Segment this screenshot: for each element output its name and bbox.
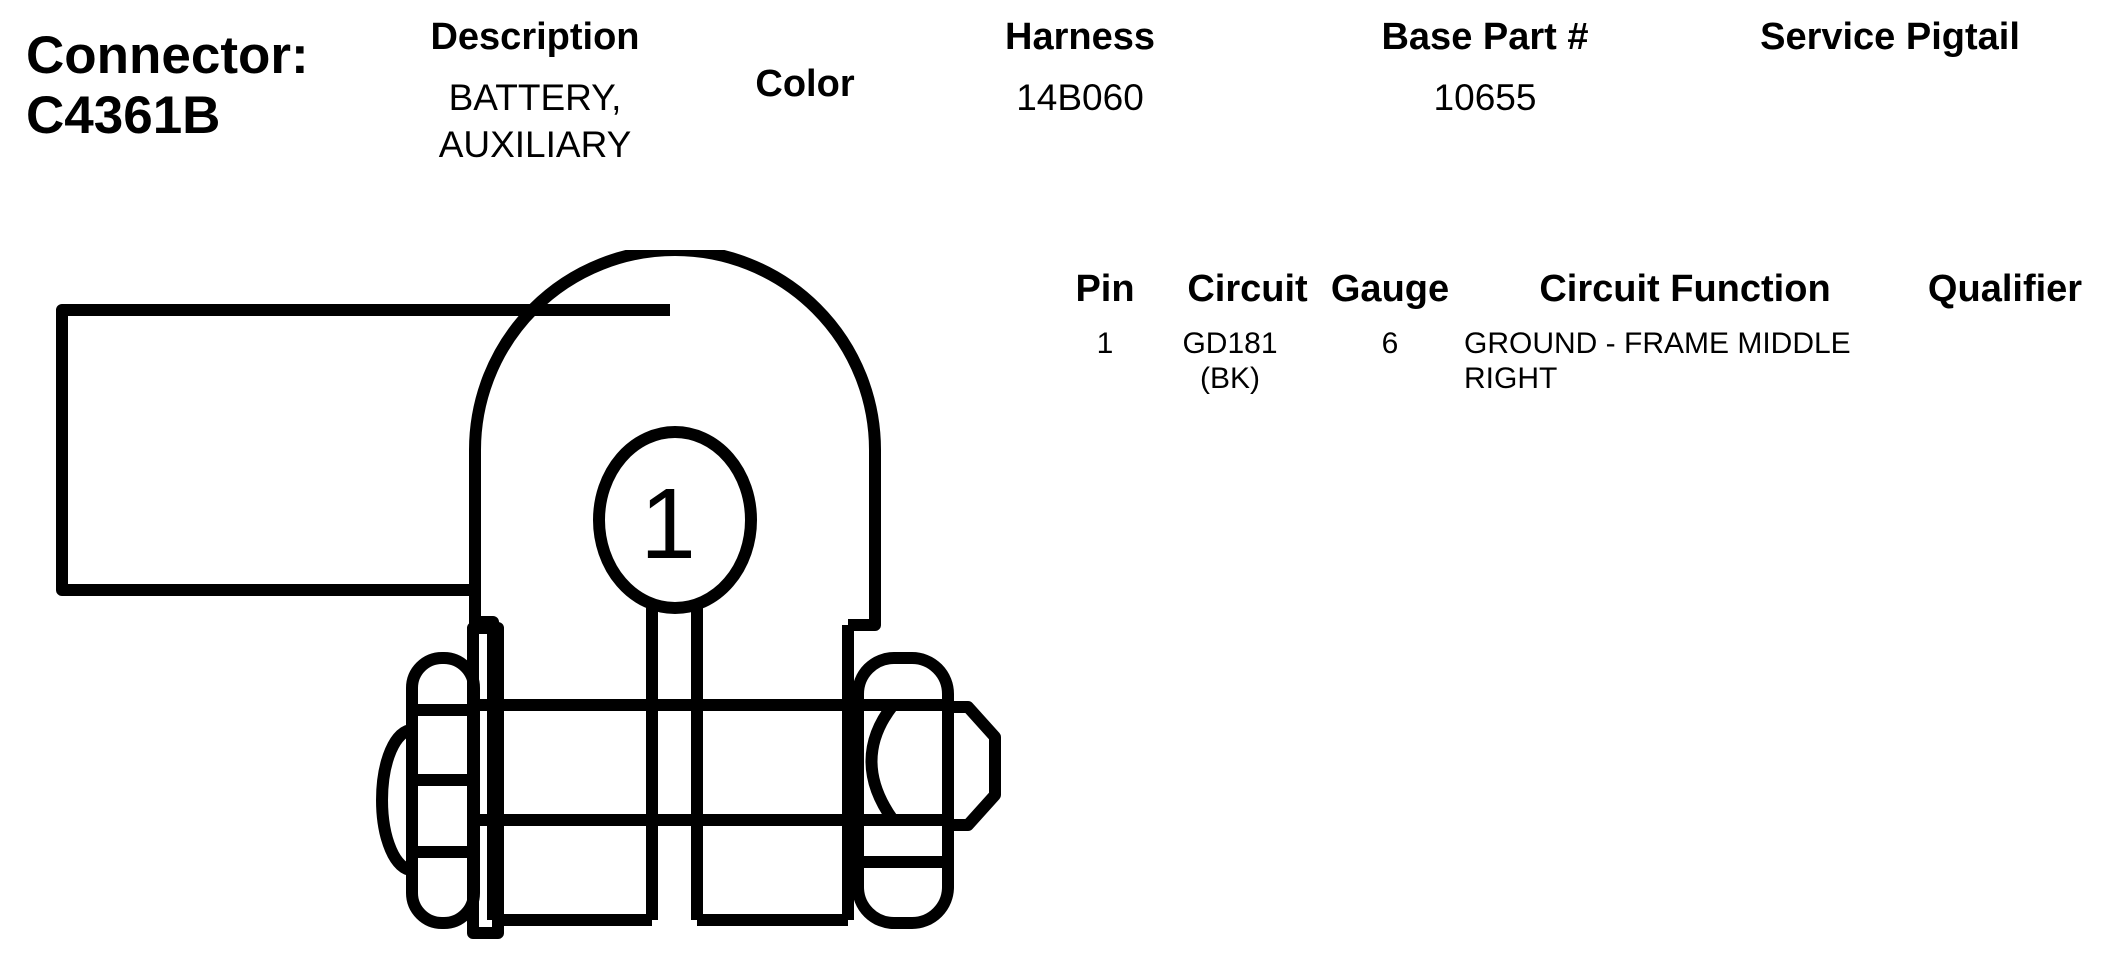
col-header-circuit-function: Circuit Function [1539,268,1831,310]
description-value: BATTERY, AUXILIARY [400,74,670,168]
pin-hole [593,426,757,614]
harness-header: Harness [1005,16,1155,58]
connector-title: Connector: C4361B [26,26,309,146]
harness-value: 14B060 [1016,77,1144,118]
connector-label: Connector: [26,26,309,85]
nut-left-facet [412,704,474,858]
color-header: Color [755,63,855,105]
col-header-gauge: Gauge [1330,268,1450,310]
description-line-2: AUXILIARY [438,124,632,165]
cell-pin: 1 [1096,327,1114,360]
connector-id: C4361B [26,86,221,145]
pin-number-label: 1 [640,468,696,580]
cell-function-line-2: RIGHT [1464,362,1558,395]
col-header-circuit: Circuit [1187,268,1308,310]
ring-head [469,250,881,631]
description-line-1: BATTERY, [448,77,622,118]
cell-circuit-function: GROUND - FRAME MIDDLE RIGHT [1464,326,1904,396]
col-header-qualifier: Qualifier [1927,268,2083,310]
cell-circuit-line-1: GD181 [1182,327,1278,360]
nut-right-hex [865,701,898,824]
lug-body [56,304,670,596]
cell-function-line-1: GROUND - FRAME MIDDLE [1464,327,1851,360]
cell-gauge: 6 [1381,327,1399,360]
nut-right [852,652,954,929]
nut-right-facet [858,699,948,868]
nut-left [406,652,480,929]
cell-circuit-line-2: (BK) [1200,362,1260,395]
cell-circuit: GD181 (BK) [1155,326,1305,396]
service-pigtail-header: Service Pigtail [1760,16,2020,58]
description-header: Description [430,16,640,58]
bolt-head-left [376,724,413,876]
col-header-pin: Pin [1075,268,1135,310]
bolt-tip [948,701,1001,831]
stud-left [478,616,499,920]
base-part-value: 10655 [1433,77,1537,118]
base-part-header: Base Part # [1381,16,1589,58]
ring-terminal-diagram: 1 [56,250,1001,939]
